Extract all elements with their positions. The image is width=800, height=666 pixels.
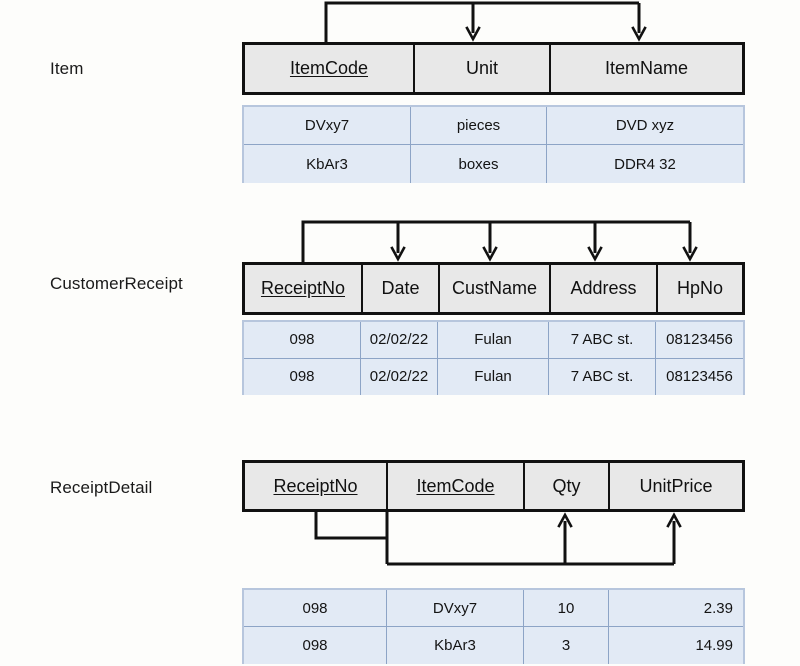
table-cell: 02/02/22 <box>361 358 438 395</box>
table-cell: Fulan <box>438 358 549 395</box>
schema-cell-customerreceipt-custname[interactable]: CustName <box>440 265 551 312</box>
table-cell: 7 ABC st. <box>549 358 656 395</box>
column-label: Date <box>381 278 420 298</box>
wire-cr-trunk <box>301 220 690 262</box>
table-cell: pieces <box>411 107 547 144</box>
entity-label-item: Item <box>50 59 84 78</box>
table-row[interactable]: DVxy7 pieces DVD xyz <box>244 107 743 145</box>
column-label: ItemCode <box>289 58 369 78</box>
table-cell: 08123456 <box>656 358 743 395</box>
table-row[interactable]: 098 KbAr3 3 14.99 <box>244 627 743 664</box>
table-cell: DVxy7 <box>387 590 524 626</box>
column-label: UnitPrice <box>639 475 713 496</box>
column-label: Unit <box>465 58 498 78</box>
schema-cell-customerreceipt-date[interactable]: Date <box>363 265 440 312</box>
connector-arrowheads-receiptdetail <box>557 512 682 528</box>
schema-cell-customerreceipt-hpno[interactable]: HpNo <box>658 265 742 312</box>
arrowhead-rd-unitprice <box>666 512 682 528</box>
table-cell: 3 <box>524 627 609 664</box>
schema-cell-receiptdetail-itemcode[interactable]: ItemCode <box>388 463 525 509</box>
arrowhead-cr-address <box>587 246 603 262</box>
schema-header-customerreceipt: ReceiptNo Date CustName Address HpNo <box>242 262 745 315</box>
table-cell: KbAr3 <box>244 145 411 183</box>
column-label: ReceiptNo <box>260 278 346 298</box>
arrowhead-cr-hpno <box>682 246 698 262</box>
schema-cell-customerreceipt-receiptno[interactable]: ReceiptNo <box>245 265 363 312</box>
table-cell: DVxy7 <box>244 107 411 144</box>
table-cell: 7 ABC st. <box>549 322 656 358</box>
data-table-customerreceipt: 098 02/02/22 Fulan 7 ABC st. 08123456 09… <box>242 320 745 395</box>
entity-label-receiptdetail: ReceiptDetail <box>50 478 153 497</box>
table-row[interactable]: KbAr3 boxes DDR4 32 <box>244 145 743 183</box>
table-cell: DVD xyz <box>547 107 743 144</box>
data-table-item: DVxy7 pieces DVD xyz KbAr3 boxes DDR4 32 <box>242 105 745 183</box>
schema-header-item: ItemCode Unit ItemName <box>242 42 745 95</box>
connector-group-item <box>324 1 641 42</box>
table-cell: 098 <box>244 322 361 358</box>
column-label: Qty <box>552 475 581 496</box>
arrowhead-item-itemname <box>631 26 647 42</box>
arrowhead-rd-qty <box>557 512 573 528</box>
schema-cell-receiptdetail-unitprice[interactable]: UnitPrice <box>610 463 742 509</box>
table-cell: 14.99 <box>609 627 743 664</box>
schema-cell-item-unit[interactable]: Unit <box>415 45 551 92</box>
column-label: ItemCode <box>416 475 495 496</box>
data-table-receiptdetail: 098 DVxy7 10 2.39 098 KbAr3 3 14.99 <box>242 588 745 664</box>
table-cell: 08123456 <box>656 322 743 358</box>
connector-group-customerreceipt <box>301 220 692 262</box>
schema-cell-item-itemname[interactable]: ItemName <box>551 45 742 92</box>
table-row[interactable]: 098 02/02/22 Fulan 7 ABC st. 08123456 <box>244 322 743 359</box>
schema-cell-item-itemcode[interactable]: ItemCode <box>245 45 415 92</box>
table-cell: DDR4 32 <box>547 145 743 183</box>
column-label: CustName <box>451 278 538 298</box>
table-row[interactable]: 098 DVxy7 10 2.39 <box>244 590 743 627</box>
table-row[interactable]: 098 02/02/22 Fulan 7 ABC st. 08123456 <box>244 358 743 395</box>
connector-group-receiptdetail <box>314 511 676 566</box>
schema-cell-receiptdetail-qty[interactable]: Qty <box>525 463 610 509</box>
table-cell: Fulan <box>438 322 549 358</box>
table-cell: 02/02/22 <box>361 322 438 358</box>
table-cell: 098 <box>244 358 361 395</box>
column-label: HpNo <box>676 278 724 298</box>
column-label: Address <box>570 278 637 298</box>
table-cell: 098 <box>244 590 387 626</box>
table-cell: 2.39 <box>609 590 743 626</box>
schema-cell-receiptdetail-receiptno[interactable]: ReceiptNo <box>245 463 388 509</box>
wire-rd-pk-join <box>314 511 387 540</box>
schema-cell-customerreceipt-address[interactable]: Address <box>551 265 658 312</box>
arrowhead-item-unit <box>465 26 481 42</box>
wire-item-trunk <box>324 1 639 42</box>
table-cell: 10 <box>524 590 609 626</box>
arrowhead-cr-date <box>390 246 406 262</box>
connector-arrowheads-customerreceipt <box>390 246 698 262</box>
column-label: ItemName <box>604 58 689 78</box>
table-cell: boxes <box>411 145 547 183</box>
connector-arrowheads-item <box>465 26 647 42</box>
schema-header-receiptdetail: ReceiptNo ItemCode Qty UnitPrice <box>242 460 745 512</box>
column-label: ReceiptNo <box>273 475 358 496</box>
table-cell: 098 <box>244 627 387 664</box>
arrowhead-cr-custname <box>482 246 498 262</box>
table-cell: KbAr3 <box>387 627 524 664</box>
entity-label-customerreceipt: CustomerReceipt <box>50 274 183 293</box>
